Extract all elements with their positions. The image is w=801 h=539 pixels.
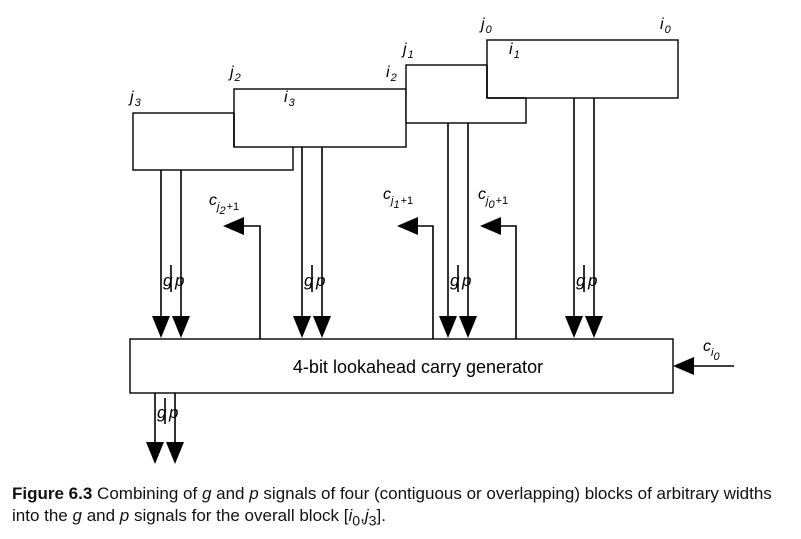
svg-text:cj2+1: cj2+1: [209, 192, 239, 217]
svg-text:p: p: [587, 271, 597, 290]
svg-text:cj0+1: cj0+1: [478, 186, 508, 211]
svg-text:p: p: [315, 271, 325, 290]
svg-text:j3: j3: [128, 89, 142, 109]
block-0: [486, 39, 679, 99]
caption-end: ].: [376, 506, 386, 525]
carry-in-arrow: ci0: [673, 338, 734, 375]
svg-text:ci0: ci0: [703, 338, 720, 363]
svg-text:i0: i0: [660, 16, 672, 36]
caption-p2: p: [119, 506, 130, 525]
caption-g: g: [201, 484, 212, 503]
caption-i: i: [348, 506, 353, 525]
figure-label: Figure 6.3: [12, 484, 93, 503]
gp-arrows-block-1: g p: [439, 123, 477, 338]
caption-text-3: signals of four (contiguous or overlappi…: [12, 484, 772, 525]
svg-text:g: g: [157, 403, 167, 422]
svg-text:p: p: [168, 403, 178, 422]
svg-text:i2: i2: [386, 64, 397, 84]
svg-text:i3: i3: [284, 89, 296, 109]
lookahead-carry-generator-box: [129, 338, 674, 394]
caption-j: j: [364, 506, 369, 525]
svg-text:j2: j2: [228, 64, 241, 84]
carry-arrow-j2: cj2+1: [209, 192, 261, 339]
carry-generator-diagram: 4-bit lookahead carry generator j0 i0 j1…: [128, 16, 734, 464]
caption-comma: ,: [360, 506, 365, 525]
block-labels: j0 i0 j1 i1 j2 i2 j3 i3: [128, 16, 672, 109]
svg-text:cj1+1: cj1+1: [383, 186, 413, 211]
gp-arrows-block-2: g p: [293, 147, 331, 338]
svg-text:g: g: [304, 271, 314, 290]
lookahead-box-label: 4-bit lookahead carry generator: [293, 357, 543, 377]
block-2: [233, 88, 407, 148]
svg-text:i1: i1: [509, 41, 520, 61]
svg-text:p: p: [461, 271, 471, 290]
svg-text:g: g: [576, 271, 586, 290]
svg-text:g: g: [450, 271, 460, 290]
svg-text:j1: j1: [401, 41, 414, 61]
gp-output-arrows: g p: [146, 393, 184, 464]
caption-text-5: signals for the overall block [: [129, 506, 349, 525]
caption-j-sub: 3: [368, 513, 377, 530]
gp-arrows-block-3: g p: [152, 170, 190, 338]
svg-text:g: g: [163, 271, 173, 290]
figure-caption: Figure 6.3 Combining of g and p signals …: [12, 483, 797, 532]
caption-g2: g: [72, 506, 82, 525]
caption-text-2: and: [211, 484, 250, 503]
caption-p: p: [249, 484, 259, 503]
gp-arrows-block-0: g p: [565, 98, 603, 338]
caption-text-4: and: [81, 506, 120, 525]
caption-i-sub: 0: [352, 513, 361, 530]
carry-arrow-j0: cj0+1: [478, 186, 517, 339]
caption-text-1: Combining of: [97, 484, 202, 503]
svg-text:j0: j0: [479, 16, 493, 36]
carry-arrow-j1: cj1+1: [383, 186, 434, 339]
svg-text:p: p: [174, 271, 184, 290]
